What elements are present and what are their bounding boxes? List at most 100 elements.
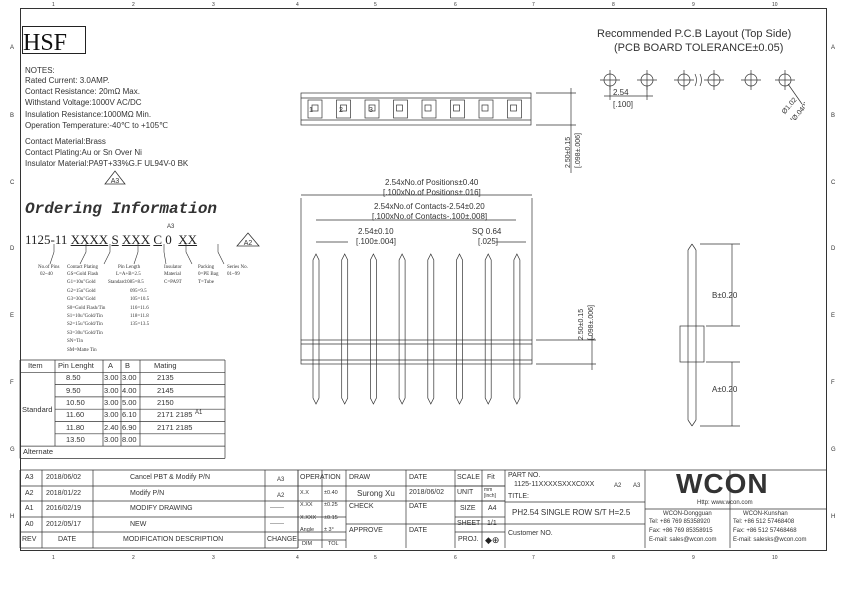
legend-label: Pin Length — [118, 265, 141, 270]
revision-triangle-icon: A2 — [236, 232, 260, 247]
row-letter: A — [10, 45, 15, 51]
table-cell: 13.50 — [66, 434, 85, 444]
rev-date: 2012/05/17 — [46, 521, 82, 528]
row-letter: G — [10, 447, 15, 453]
rev-code: A0 — [25, 521, 34, 528]
dim-b: B±0.20 — [712, 291, 738, 300]
svg-text:2.50±0.15: 2.50±0.15 — [578, 309, 585, 340]
legend-value: T=Tube — [198, 280, 214, 286]
tolerance-dim: X.XX — [300, 502, 313, 509]
scale-value: Fit — [487, 474, 495, 481]
draw-name: Surong Xu — [357, 489, 395, 498]
table-cell: 10.50 — [66, 397, 85, 407]
dim-contacts-inch: [.100xNo.of Contacts-.100±.008] — [372, 212, 488, 221]
rev-description: Cancel PBT & Modify P/N — [130, 474, 211, 481]
rev-header: REV — [22, 536, 37, 543]
table-rev-mark: A1 — [195, 410, 203, 417]
row-letter: B — [10, 113, 15, 119]
tolerance-footer: TOL — [328, 541, 339, 547]
legend-value: S0=Gold Flash/Tin — [67, 305, 106, 311]
legend-value: 135=13.5 — [130, 322, 150, 328]
title-label: TITLE: — [508, 493, 530, 500]
legend-value: S3=30u"Gold/Tin — [67, 330, 103, 336]
rev-change: ------- — [270, 505, 284, 511]
row-letter: G — [831, 447, 836, 453]
legend-label: No.of Pins — [38, 265, 60, 270]
dim-square: SQ 0.64 — [472, 227, 502, 236]
table-alternate-label: Alternate — [23, 447, 54, 457]
pcb-layout-drawing: 2.54 [.100] Ø1.02 [Ø.040] — [600, 70, 805, 120]
date-label: DATE — [409, 503, 428, 510]
svg-text:2.54: 2.54 — [613, 88, 629, 97]
note-line: Insulation Resistance:1000MΩ Min. — [25, 110, 152, 119]
column-number: 5 — [374, 555, 377, 561]
legend-label: Packing — [198, 265, 215, 270]
rev-code: A1 — [25, 505, 34, 512]
company-office-fax: Fax: +86 512 57468468 — [733, 528, 797, 534]
svg-text:1: 1 — [309, 107, 313, 114]
tolerance-dim: Angle — [300, 527, 315, 534]
logo-box — [22, 26, 86, 54]
projection-icon: ◆⊕ — [485, 535, 500, 545]
column-number: 9 — [692, 555, 695, 561]
rev-date: 2018/01/22 — [46, 490, 82, 497]
table-cell: 8.00 — [122, 434, 137, 444]
table-header: Item — [28, 361, 43, 370]
proj-label: PROJ. — [458, 536, 479, 543]
note-line: Rated Current: 3.0AMP. — [25, 76, 110, 85]
table-cell: 8.50 — [66, 373, 81, 383]
rev-date: 2018/06/02 — [46, 474, 82, 481]
rev-change: A2 — [277, 493, 285, 499]
table-cell: 3.00 — [104, 410, 119, 420]
top-view-drawing: 1 2 3 2.50±0.15 [.098±.006] — [300, 88, 582, 173]
legend-value: 105=10.5 — [130, 297, 150, 303]
code-part: S — [111, 232, 119, 247]
rev-mark: A3 — [111, 178, 120, 185]
company-office-email: E-mail: sales@wcon.com — [649, 537, 717, 543]
table-cell: 3.00 — [104, 434, 119, 444]
company-office-tel: Tel: +86 769 85358920 — [649, 519, 711, 525]
table-cell: 5.00 — [122, 397, 137, 407]
tolerance-value: ±0.25 — [324, 502, 338, 509]
part-label: PART NO. — [508, 472, 541, 479]
code-part: 1125-11 — [25, 232, 68, 247]
code-part: XXX — [121, 232, 151, 247]
legend-value: S2=15u"Gold/Tin — [67, 322, 103, 328]
pcb-tolerance: (PCB BOARD TOLERANCE±0.05) — [614, 42, 784, 54]
column-number: 6 — [454, 555, 457, 561]
table-cell: 6.90 — [122, 422, 137, 432]
row-letter: D — [831, 246, 836, 252]
unit-label: UNIT — [457, 489, 474, 496]
rev-description: NEW — [130, 521, 147, 528]
note-line: Operation Temperature:-40℃ to +105℃ — [25, 121, 169, 130]
note-line: Withstand Voltage:1000V AC/DC — [25, 98, 142, 107]
tolerance-value: ±0.15 — [324, 514, 338, 521]
column-number: 1 — [52, 555, 55, 561]
legend-value: G2=15u"Gold — [67, 288, 96, 294]
rev-description: MODIFY DRAWING — [130, 505, 193, 512]
column-number: 9 — [692, 2, 695, 8]
tolerance-dim: X.X — [300, 490, 309, 496]
revision-grid — [19, 469, 299, 549]
legend-value: S1=10u"Gold/Tin — [67, 314, 103, 319]
column-number: 10 — [772, 2, 778, 8]
company-name: WCON — [676, 468, 769, 499]
ordering-code: 1125-11 XXXX S XXX C 0 XX — [25, 232, 197, 248]
rev-code: A3 — [25, 474, 34, 481]
legend-value: Material — [164, 272, 181, 277]
table-cell: 2145 — [157, 385, 174, 395]
side-view-drawing — [679, 243, 740, 427]
rev-code: A2 — [25, 490, 34, 497]
legend-value: 118=11.8 — [130, 314, 149, 319]
part-rev-mark: A3 — [633, 483, 641, 489]
draw-label: DRAW — [349, 474, 371, 481]
rev-change: ------- — [270, 521, 284, 527]
column-number: 7 — [532, 2, 535, 8]
table-cell: 2150 — [157, 397, 174, 407]
column-number: 4 — [296, 2, 299, 8]
sheet-value: 1/1 — [487, 520, 497, 527]
dim-square-inch: [.025] — [478, 237, 499, 246]
rev-date: 2016/02/19 — [46, 505, 82, 512]
legend-value: C=PA9T — [164, 280, 182, 286]
svg-text:2: 2 — [339, 107, 343, 114]
